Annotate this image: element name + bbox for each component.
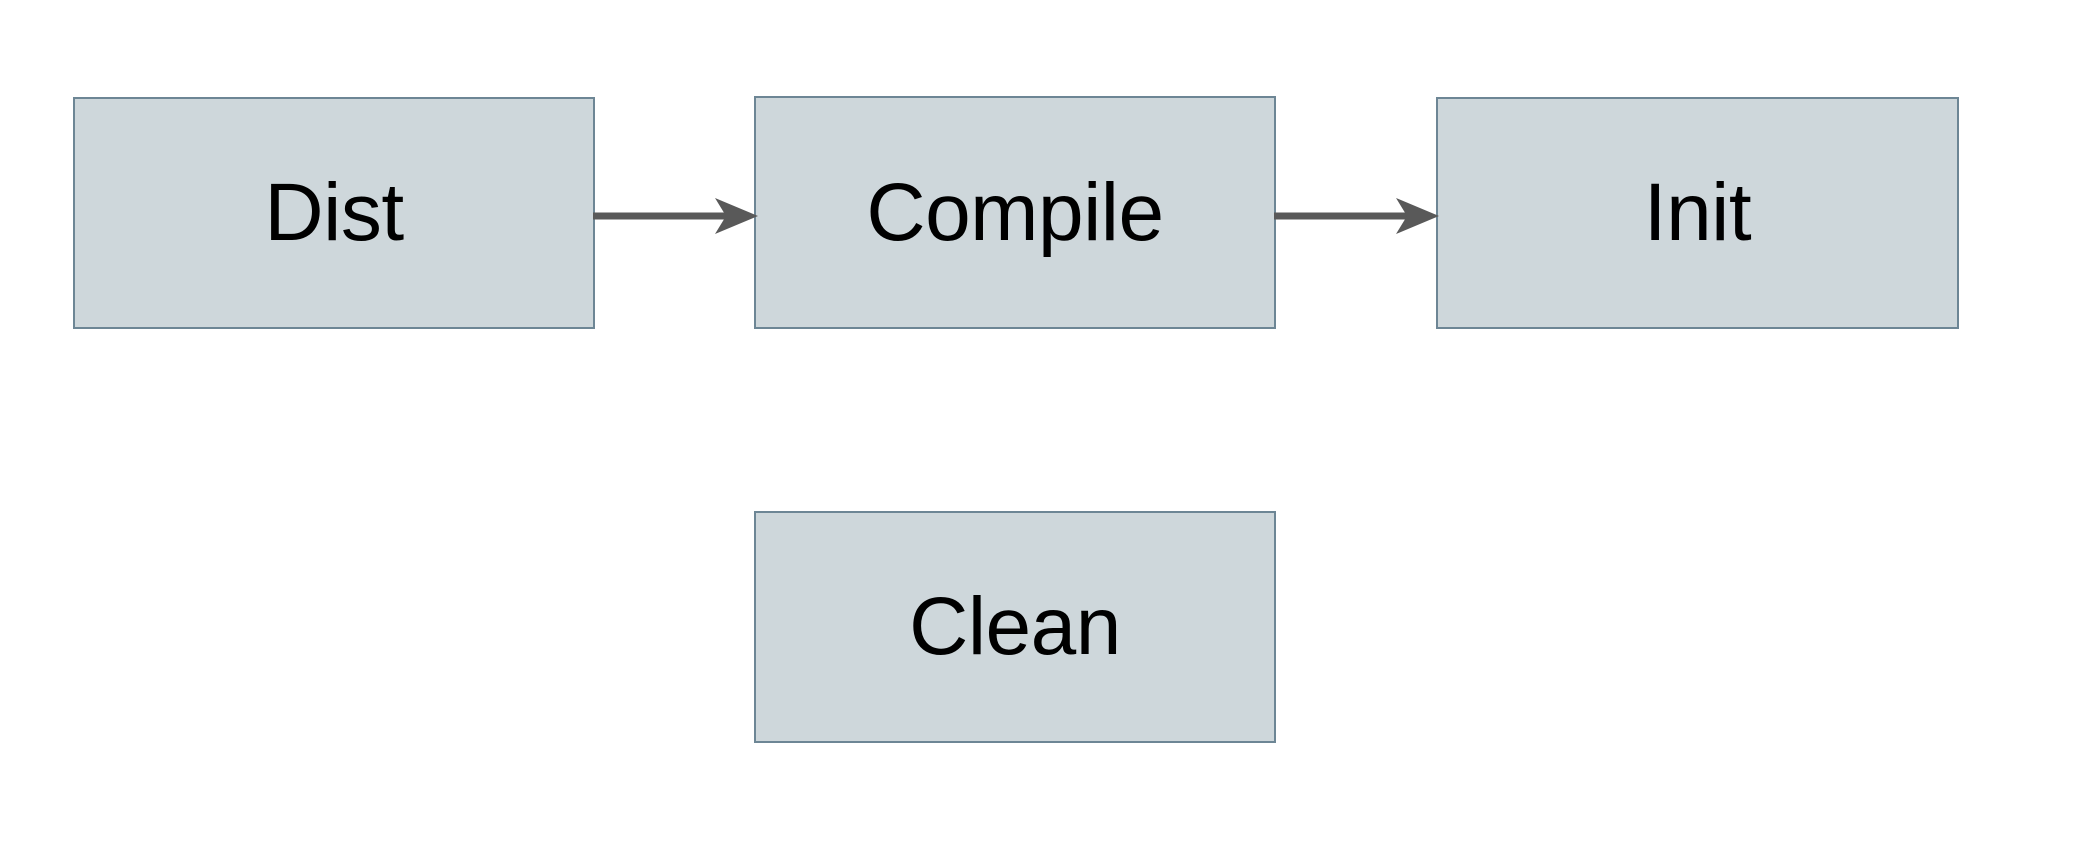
node-clean-label: Clean [909,581,1121,672]
node-clean[interactable]: Clean [754,511,1276,743]
node-dist-label: Dist [264,167,404,258]
node-init-label: Init [1643,167,1752,258]
edge-compile-to-init[interactable] [1274,195,1439,237]
node-compile[interactable]: Compile [754,96,1276,329]
node-compile-label: Compile [866,166,1164,258]
node-init[interactable]: Init [1436,97,1959,329]
node-dist[interactable]: Dist [73,97,595,329]
edge-dist-to-compile[interactable] [593,195,758,237]
